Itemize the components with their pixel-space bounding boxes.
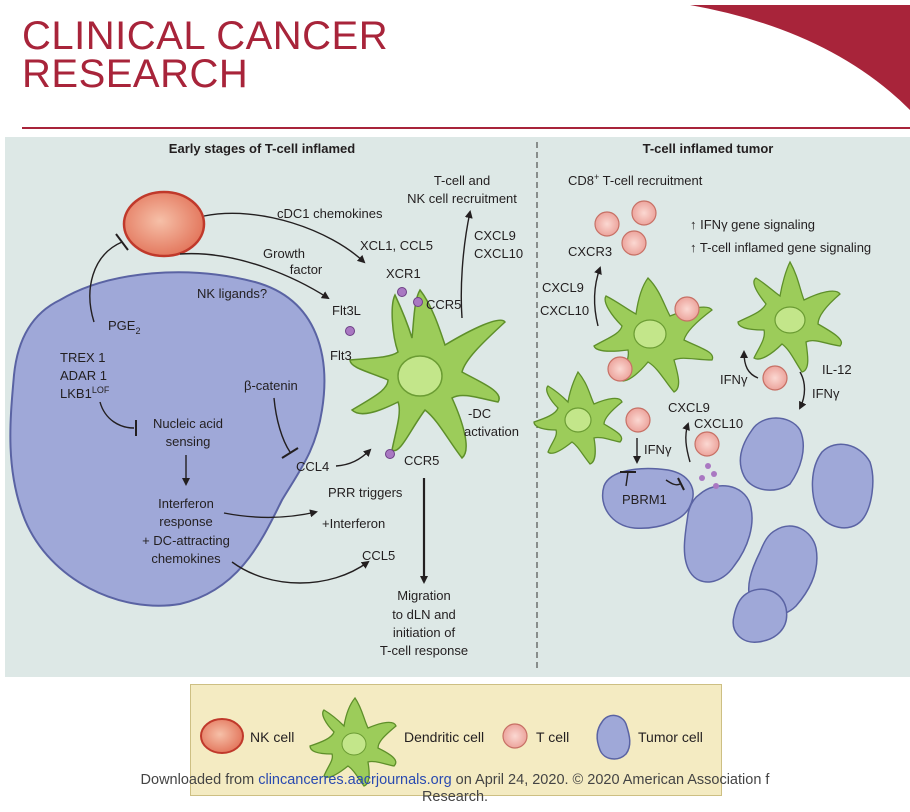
label-cd8: CD8+ T-cell recruitment	[568, 172, 703, 188]
arrow-prr	[223, 509, 318, 519]
label-lkb1: LKB1LOF	[60, 385, 110, 401]
legend-t-icon	[502, 723, 528, 749]
label-migration-1: Migration	[397, 588, 450, 603]
legend-nk-label: NK cell	[250, 729, 294, 745]
tumor-cell-r3	[811, 443, 874, 529]
label-ifng-a: IFNγ	[720, 372, 748, 387]
label-cxcr3: CXCR3	[568, 244, 612, 259]
legend-canvas: NK cell Dendritic cell T cell Tumor cell	[200, 696, 703, 787]
left-panel-title: Early stages of T-cell inflamed	[169, 141, 355, 156]
label-ifn-4: chemokines	[151, 551, 221, 566]
label-growth-2: factor	[290, 262, 323, 277]
footer-link[interactable]: clincancerres.aacrjournals.org	[258, 772, 452, 788]
dendritic-cell-r2	[737, 260, 842, 373]
footer-pre: Downloaded from	[140, 772, 259, 788]
label-cxcl9-right: CXCL9	[542, 280, 584, 295]
journal-title-line1: CLINICAL CANCER	[22, 14, 389, 58]
inhibit-bcat	[273, 397, 291, 453]
label-xcr1: XCR1	[386, 266, 421, 281]
label-cxcl9-left: CXCL9	[474, 228, 516, 243]
label-ccr5-bottom: CCR5	[404, 453, 439, 468]
journal-title-line2: RESEARCH	[22, 52, 249, 96]
label-ifng-signaling: ↑ IFNγ gene signaling	[690, 217, 815, 232]
arrow-ccl4	[335, 448, 372, 467]
inhibit-pge2	[89, 241, 123, 323]
label-ifng-b: IFNγ	[812, 386, 840, 401]
tumor-cell-large	[9, 271, 326, 607]
label-tcell-signaling: ↑ T-cell inflamed gene signaling	[690, 240, 871, 255]
label-adar1: ADAR 1	[60, 368, 107, 383]
legend-t-label: T cell	[536, 729, 569, 745]
inhibit-trex	[99, 401, 135, 429]
label-tnk-2: NK cell recruitment	[407, 191, 517, 206]
label-nk-ligands: NK ligands?	[197, 286, 267, 301]
label-plus-ifn: +Interferon	[322, 516, 385, 531]
arrow-recruitment	[460, 210, 473, 319]
label-pbrm1: PBRM1	[622, 492, 667, 507]
label-flt3l: Flt3L	[332, 303, 361, 318]
label-ccr5-top: CCR5	[426, 297, 461, 312]
tumor-cell-r4	[683, 485, 753, 583]
footer-line2: Research.	[421, 789, 489, 805]
label-ifn-1: Interferon	[158, 496, 214, 511]
label-migration-2: to dLN and	[392, 607, 456, 622]
label-growth-1: Growth	[263, 246, 305, 261]
label-cxcl10-b: CXCL10	[694, 416, 743, 431]
arrow-ccl5	[231, 560, 370, 584]
header-swoosh	[690, 5, 910, 110]
dendritic-cell-r3	[533, 370, 623, 465]
legend-nk-icon	[200, 718, 244, 754]
footer: Downloaded from clincancerres.aacrjourna…	[0, 772, 910, 806]
right-panel-title: T-cell inflamed tumor	[643, 141, 774, 156]
label-ifn-2: response	[159, 514, 212, 529]
label-prr: PRR triggers	[328, 485, 403, 500]
label-cxcl9-b: CXCL9	[668, 400, 710, 415]
label-trex1: TREX 1	[60, 350, 106, 365]
label-ifn-3: + DC-attracting	[142, 533, 230, 548]
header-divider	[22, 127, 910, 129]
footer-post: on April 24, 2020. © 2020 American Assoc…	[451, 772, 770, 788]
legend	[190, 684, 722, 796]
arrow-growth	[179, 252, 330, 300]
label-pge2: PGE2	[108, 318, 140, 336]
label-bcatenin: β-catenin	[244, 378, 298, 393]
label-xcl: XCL1, CCL5	[360, 238, 433, 253]
label-dc-2: activation	[464, 424, 519, 439]
label-migration-4: T-cell response	[380, 643, 468, 658]
label-tnk-1: T-cell and	[434, 173, 490, 188]
t-cells	[594, 200, 788, 457]
label-cxcl10-left: CXCL10	[474, 246, 523, 261]
label-cxcl10-right: CXCL10	[540, 303, 589, 318]
legend-dc-icon	[309, 696, 397, 787]
legend-tumor-label: Tumor cell	[638, 729, 703, 745]
label-nucleic-2: sensing	[166, 434, 211, 449]
nk-cell	[122, 190, 206, 258]
label-flt3: Flt3	[330, 348, 352, 363]
label-ccl4: CCL4	[296, 459, 329, 474]
label-dc-1: -DC	[468, 406, 491, 421]
arrow-cdc1	[203, 212, 366, 264]
dendritic-cell-left	[349, 288, 506, 460]
label-ccl5: CCL5	[362, 548, 395, 563]
legend-tumor-icon	[596, 714, 631, 760]
label-il12: IL-12	[822, 362, 852, 377]
label-migration-3: initiation of	[393, 625, 456, 640]
tumor-cell-r2	[739, 417, 804, 491]
dendritic-cell-r1	[593, 277, 714, 393]
tumor-cell-r6	[732, 588, 788, 643]
legend-dc-label: Dendritic cell	[404, 729, 484, 745]
label-nucleic-1: Nucleic acid	[153, 416, 223, 431]
label-cdc1: cDC1 chemokines	[277, 206, 383, 221]
label-ifng-c: IFNγ	[644, 442, 672, 457]
